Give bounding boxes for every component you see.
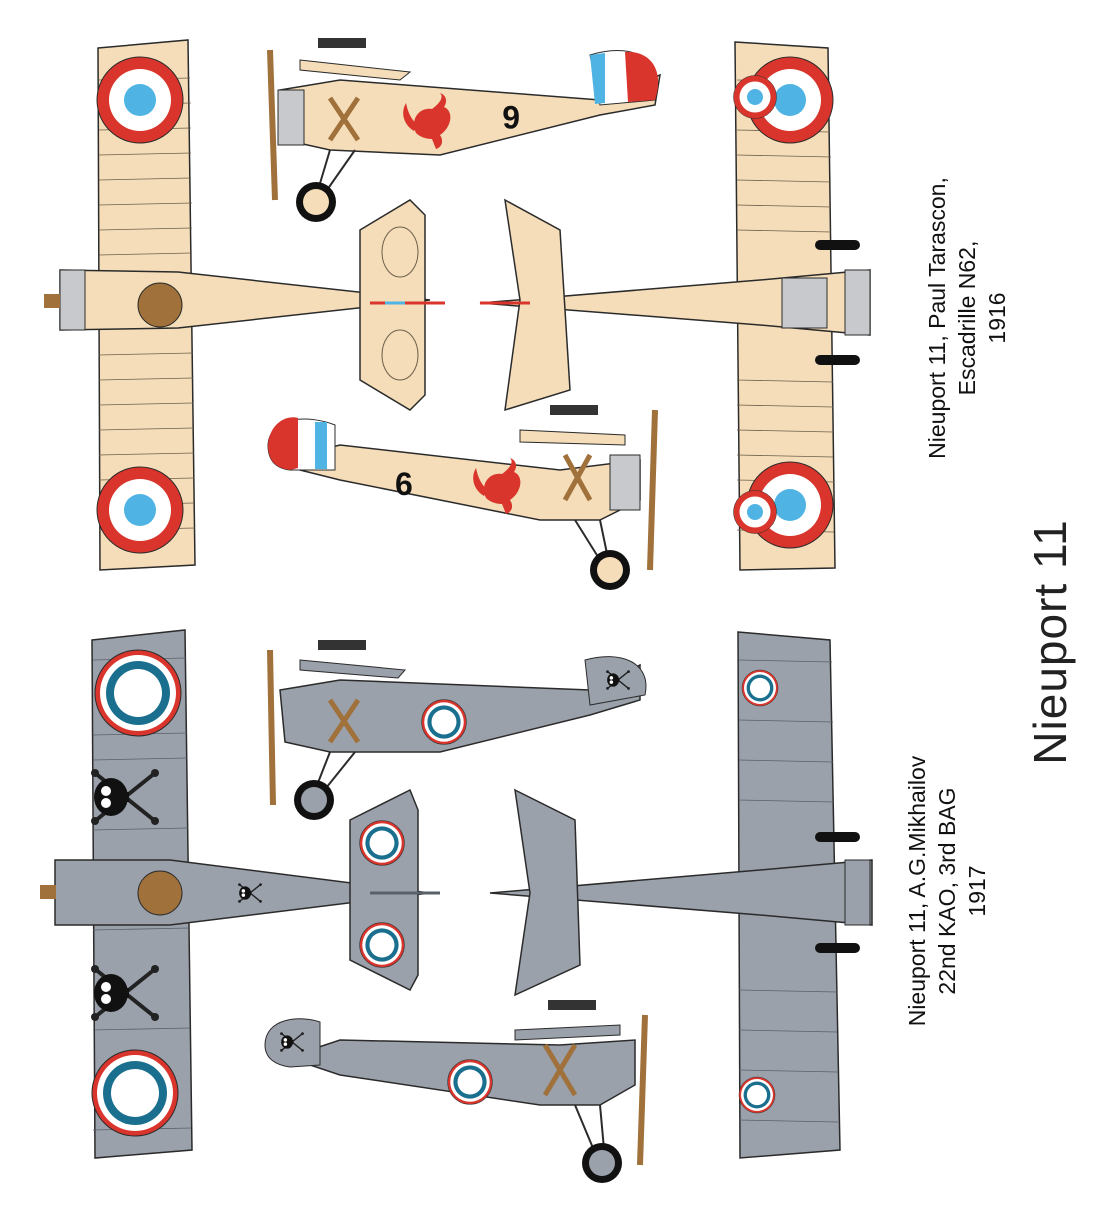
tarascon-bottom-view [479,41,871,571]
caption-tarascon-line1: Nieuport 11, Paul Tarascon, [924,177,950,459]
tarascon-side-view-lower: 6 [267,405,658,590]
caption-tarascon-line2: Escadrille N62, [954,240,980,396]
caption-mikhailov: Nieuport 11, A.G.Mikhailov 22nd KAO, 3rd… [902,671,998,1111]
fuselage-number: 6 [502,99,520,135]
caption-tarascon-line3: 1916 [984,292,1010,344]
mikhailov-top-view [40,629,440,1159]
caption-mikhailov-line2: 22nd KAO, 3rd BAG [934,787,960,995]
tarascon-side-view-upper: 6 [267,38,661,222]
fuselage-number-lower: 6 [395,466,413,502]
caption-mikhailov-line1: Nieuport 11, A.G.Mikhailov [904,755,930,1027]
mikhailov-bottom-view [489,631,873,1159]
caption-tarascon: Nieuport 11, Paul Tarascon, Escadrille N… [922,108,1018,528]
mikhailov-side-view-upper [267,640,647,820]
mikhailov-side-view-lower [264,1000,648,1183]
tarascon-top-view [44,39,445,571]
caption-mikhailov-line3: 1917 [964,865,990,917]
sheet-title: Nieuport 11 [1024,519,1076,765]
